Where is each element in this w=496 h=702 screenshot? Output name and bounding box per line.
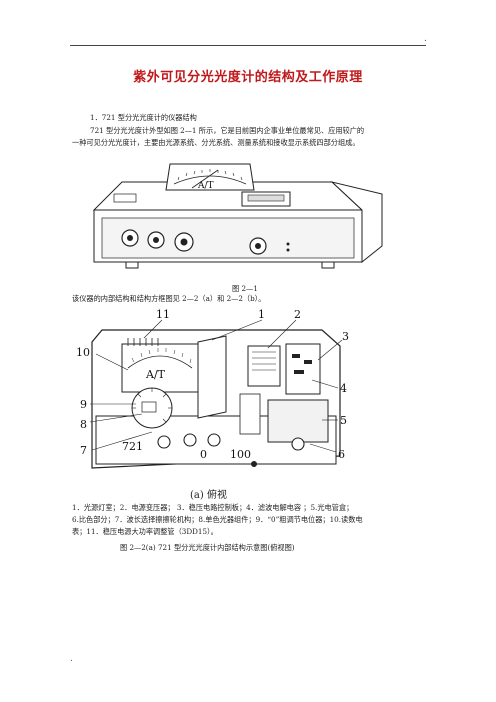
footer-mark: . <box>70 654 73 664</box>
legend-line-1: 1．光源灯室；2．电源变压器； 3．稳压电路控制板；4．滤波电解电容 ；5.光电… <box>72 503 354 512</box>
fig2-callout-2: 2 <box>294 308 301 321</box>
header-rule <box>70 45 426 46</box>
fig2-callout-6: 6 <box>338 448 345 461</box>
intro-line-1: 721 型分光光度计外型如图 2—1 所示，它是目前国内企事业单位最常见、应用较… <box>90 126 365 135</box>
header-mark: . <box>424 34 427 44</box>
section-heading: 1．721 型分光光度计的仪器结构 <box>90 113 197 122</box>
fig2-callout-10: 10 <box>76 346 90 359</box>
document-title: 紫外可见分光光度计的结构及工作原理 <box>133 70 363 85</box>
legend-line-3: 表；11．稳压电源大功率调整管（3DD15）。 <box>72 527 218 536</box>
figure-2-2a-subcaption: (a) 俯视 <box>190 490 227 501</box>
fig2-callout-11: 11 <box>156 308 170 321</box>
fig2-dial-label-721: 721 <box>122 440 143 453</box>
fig2-dial-label-100: 100 <box>230 448 251 461</box>
fig2-callout-9: 9 <box>80 398 87 411</box>
paragraph-2: 该仪器的内部结构和结构方框图见 2—2（a）和 2—2（b）。 <box>72 294 266 303</box>
figure-legend: 1．光源灯室；2．电源变压器； 3．稳压电路控制板；4．滤波电解电容 ；5.光电… <box>72 502 428 538</box>
figure-2-1-instrument: A/T <box>92 163 383 269</box>
figure-2-1-caption: 图 2—1 <box>232 284 258 293</box>
fig1-meter-label: A/T <box>197 181 214 191</box>
fig2-callout-3: 3 <box>342 330 349 343</box>
fig2-callout-4: 4 <box>340 382 347 395</box>
figure-2-2a-internal: A/T 721 0 100 <box>76 308 349 469</box>
fig2-callout-1: 1 <box>258 308 265 321</box>
figure-2-2a-caption: 图 2—2(a) 721 型分光光度计内部结构示意图(俯视图) <box>120 543 295 552</box>
fig2-meter-label: A/T <box>145 368 166 381</box>
intro-line-2: 一种可见分光光度计，主要由光源系统、分光系统、测量系统和接收显示系统四部分组成。 <box>72 138 360 147</box>
fig2-callout-7: 7 <box>80 444 87 457</box>
fig2-dial-label-0: 0 <box>200 448 207 461</box>
legend-line-2: 6.比色部分；7．波长选择擦擦轮机构；8.单色光器组件；9．“0”粗调节电位器；… <box>72 515 363 524</box>
fig2-callout-5: 5 <box>340 414 347 427</box>
fig2-callout-8: 8 <box>80 418 87 431</box>
